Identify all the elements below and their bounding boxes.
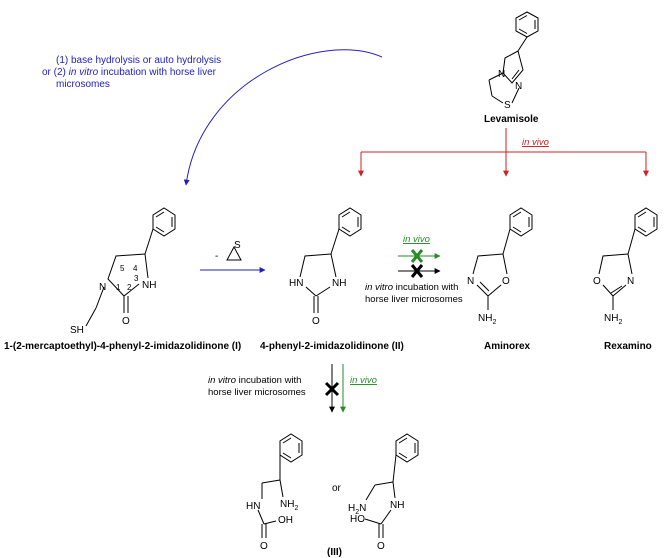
compound-ii-imidazolidinone-ring bbox=[299, 253, 332, 278]
iii-left-hn-atom: HN bbox=[246, 501, 260, 512]
hydrolysis-line-1: (1) base hydrolysis or auto hydrolysis bbox=[56, 55, 221, 66]
aminorex-structure: N O NH2 Aminorex bbox=[467, 207, 533, 352]
iii-right-o-atom: O bbox=[377, 541, 385, 552]
ii-to-iii-arrows: in vitro incubation with horse liver mic… bbox=[208, 364, 377, 413]
compound-i-structure: N NH O SH 5 1 2 3 4 1-(2-mercaptoethyl)-… bbox=[4, 207, 241, 352]
hydrolysis-note: (1) base hydrolysis or auto hydrolysis o… bbox=[42, 55, 221, 90]
levamisole-caption: Levamisole bbox=[484, 114, 539, 125]
levamisole-in-vivo-label: in vivo bbox=[522, 137, 549, 148]
levamisole-phenyl-ring bbox=[515, 11, 539, 38]
in-vivo-red-arrows: in vivo bbox=[358, 128, 649, 177]
compound-i-imidazolidinone-ring bbox=[107, 253, 146, 297]
aminorex-caption: Aminorex bbox=[484, 341, 531, 352]
aminorex-n-atom: N bbox=[467, 276, 474, 287]
iii-in-vitro-line-2: horse liver microsomes bbox=[208, 387, 306, 398]
ii-to-aminorex-arrows: in vivo in vitro incubation with horse l… bbox=[365, 234, 463, 305]
aminorex-oxazoline-ring bbox=[472, 253, 504, 275]
levamisole-s-atom: S bbox=[504, 100, 511, 111]
iii-or-label: or bbox=[332, 483, 342, 494]
compound-i-sh-atom: SH bbox=[70, 325, 84, 336]
iii-left-o-atom: O bbox=[260, 541, 268, 552]
compound-iii-right-structure: H2N NH HO O bbox=[348, 433, 419, 552]
levamisole-n2-atom: N bbox=[515, 81, 522, 92]
iii-in-vivo-label: in vivo bbox=[350, 375, 377, 386]
aminorex-nh2-group: NH2 bbox=[478, 313, 496, 326]
aminorex-in-vivo-label: in vivo bbox=[403, 234, 430, 245]
episulfide-loss-arrow: S - bbox=[200, 240, 266, 273]
compound-i-n1-atom: N bbox=[99, 282, 106, 293]
aminorex-o-atom: O bbox=[502, 276, 510, 287]
levamisole-imidazoline-ring bbox=[502, 50, 524, 84]
ring-number-3: 3 bbox=[134, 274, 139, 283]
ring-number-4: 4 bbox=[133, 264, 138, 273]
episulfide-s-atom: S bbox=[234, 240, 241, 251]
compound-i-caption: 1-(2-mercaptoethyl)-4-phenyl-2-imidazoli… bbox=[4, 341, 241, 352]
episulfide-ring bbox=[226, 245, 242, 261]
iii-left-oh-group: OH bbox=[278, 515, 293, 526]
ring-number-2: 2 bbox=[127, 283, 132, 292]
rexamino-structure: O N NH2 Rexamino bbox=[593, 207, 658, 352]
compound-i-o-atom: O bbox=[122, 316, 130, 327]
ring-number-1: 1 bbox=[116, 283, 121, 292]
compound-iii-left-structure: HN NH2 OH O bbox=[246, 433, 303, 552]
compound-ii-hn-atom: HN bbox=[289, 278, 303, 289]
levamisole-structure: N N S Levamisole bbox=[484, 11, 539, 125]
rexamino-o-atom: O bbox=[593, 276, 601, 287]
hydrolysis-line-2: or (2) in vitro incubation with horse li… bbox=[42, 67, 217, 78]
rexamino-nh2-group: NH2 bbox=[604, 313, 622, 326]
rexamino-n-atom: N bbox=[627, 276, 634, 287]
compound-ii-o-atom: O bbox=[312, 316, 320, 327]
iii-right-ho-group: HO bbox=[350, 514, 365, 525]
episulfide-charge: - bbox=[215, 251, 218, 262]
rexamino-oxazoline-ring bbox=[598, 253, 629, 275]
aminorex-in-vitro-line-2: horse liver microsomes bbox=[365, 294, 463, 305]
iii-left-nh2-group: NH2 bbox=[280, 499, 298, 512]
compound-ii-nh-atom: NH bbox=[332, 278, 346, 289]
compound-ii-caption: 4-phenyl-2-imidazolidinone (II) bbox=[260, 341, 404, 352]
iii-right-h2n-group: H2N bbox=[348, 503, 366, 516]
rexamino-caption: Rexamino bbox=[604, 341, 652, 352]
compound-ii-structure: HN NH O 4-phenyl-2-imidazolidinone (II) bbox=[260, 207, 404, 352]
hydrolysis-arrow bbox=[183, 49, 383, 186]
ring-number-5: 5 bbox=[120, 264, 125, 273]
iii-in-vitro-line-1: in vitro incubation with bbox=[208, 375, 301, 386]
compound-i-nh-atom: NH bbox=[142, 280, 156, 291]
hydrolysis-line-3: microsomes bbox=[56, 79, 110, 90]
levamisole-n-atom: N bbox=[498, 69, 505, 80]
aminorex-in-vitro-line-1: in vitro incubation with bbox=[365, 282, 458, 293]
compound-iii-caption: (III) bbox=[327, 547, 342, 558]
iii-right-nh-atom: NH bbox=[390, 500, 404, 511]
